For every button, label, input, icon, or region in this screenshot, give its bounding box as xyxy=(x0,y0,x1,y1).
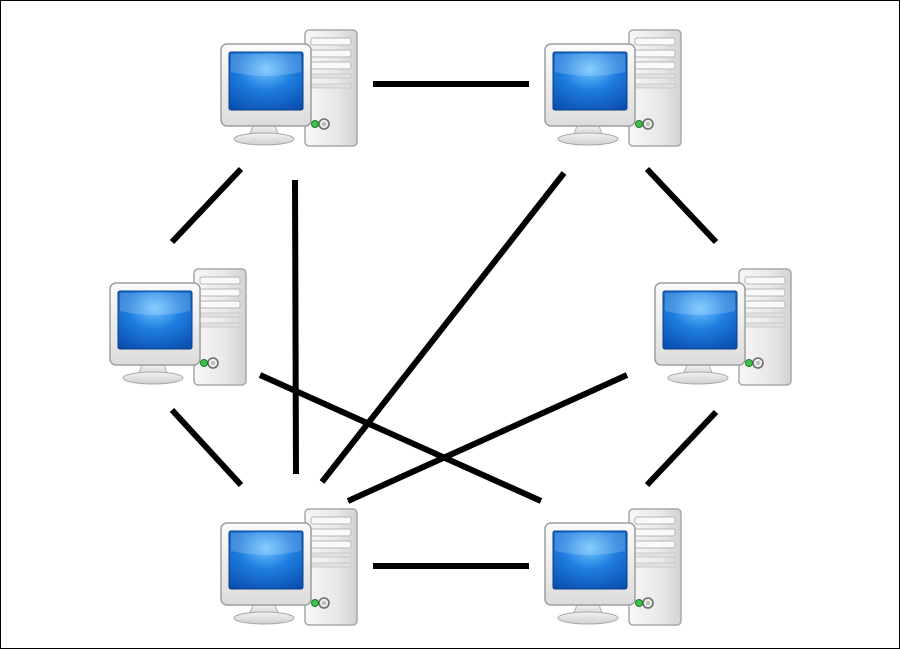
link-middle-right-bottom-right xyxy=(644,409,719,488)
computer-bottom-left xyxy=(220,508,358,626)
link-middle-left-bottom-right xyxy=(258,372,543,504)
desktop-computer-icon xyxy=(654,268,792,386)
computer-top-left xyxy=(220,29,358,147)
desktop-computer-icon xyxy=(109,268,247,386)
link-top-left-bottom-left xyxy=(292,179,299,475)
computer-middle-right xyxy=(654,268,792,386)
link-middle-left-bottom-left xyxy=(169,407,244,488)
desktop-computer-icon xyxy=(544,29,682,147)
link-top-left-middle-left xyxy=(169,166,244,245)
desktop-computer-icon xyxy=(220,29,358,147)
computer-bottom-right xyxy=(544,508,682,626)
link-middle-right-bottom-left xyxy=(346,372,629,504)
computer-top-right xyxy=(544,29,682,147)
link-top-right-middle-right xyxy=(644,166,719,245)
desktop-computer-icon xyxy=(544,508,682,626)
link-top-right-bottom-left xyxy=(319,171,567,484)
computer-middle-left xyxy=(109,268,247,386)
desktop-computer-icon xyxy=(220,508,358,626)
network-links xyxy=(169,81,719,569)
